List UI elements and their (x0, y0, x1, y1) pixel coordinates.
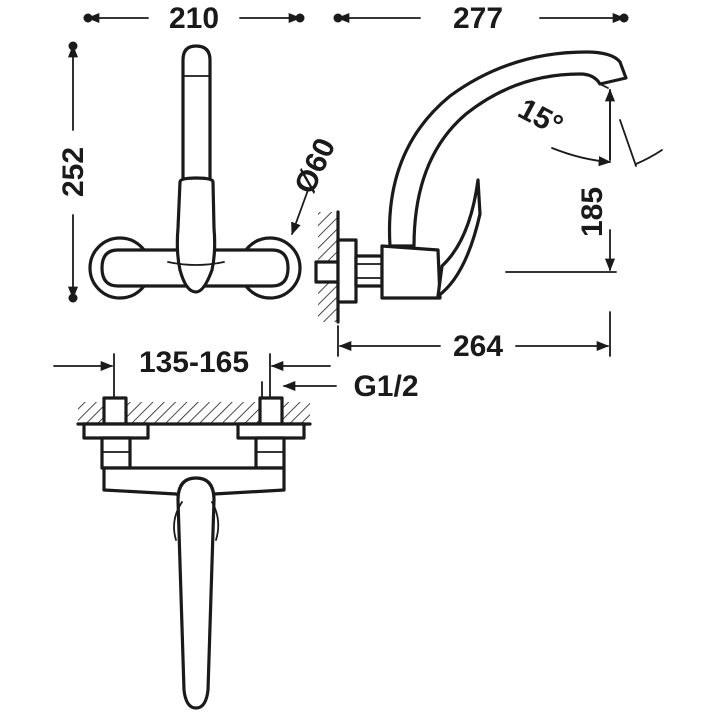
dim-label-wall-to-spout: 264 (453, 330, 503, 363)
top-view: 135-165 G1/2 (53, 346, 419, 710)
dimension-thread: G1/2 (261, 370, 419, 403)
front-faucet-body (88, 44, 302, 300)
dim-label-height: 252 (57, 147, 90, 197)
top-faucet-body (82, 396, 306, 710)
dimension-top-width: 210 (83, 2, 305, 35)
side-view: 277 15° (314, 2, 663, 363)
dim-label-swivel-angle: 15° (513, 92, 569, 142)
dimension-centers: 135-165 (53, 346, 331, 399)
dim-label-rosette-diameter: Ø60 (288, 133, 342, 198)
dimension-wall-to-spout: 264 (337, 311, 611, 363)
dimension-swivel-angle: 15° (513, 89, 663, 167)
dim-label-spout-height: 185 (576, 187, 609, 237)
dim-label-thread: G1/2 (353, 370, 418, 403)
dimension-projection: 277 (333, 2, 629, 35)
dim-label-projection: 277 (453, 2, 503, 35)
side-faucet-body (314, 50, 628, 304)
dim-label-top-width: 210 (169, 2, 219, 35)
dim-label-centers: 135-165 (139, 346, 249, 379)
front-view: 210 252 Ø60 (57, 2, 342, 303)
dimension-height: 252 (57, 41, 90, 303)
dimension-spout-height: 185 (505, 88, 617, 273)
